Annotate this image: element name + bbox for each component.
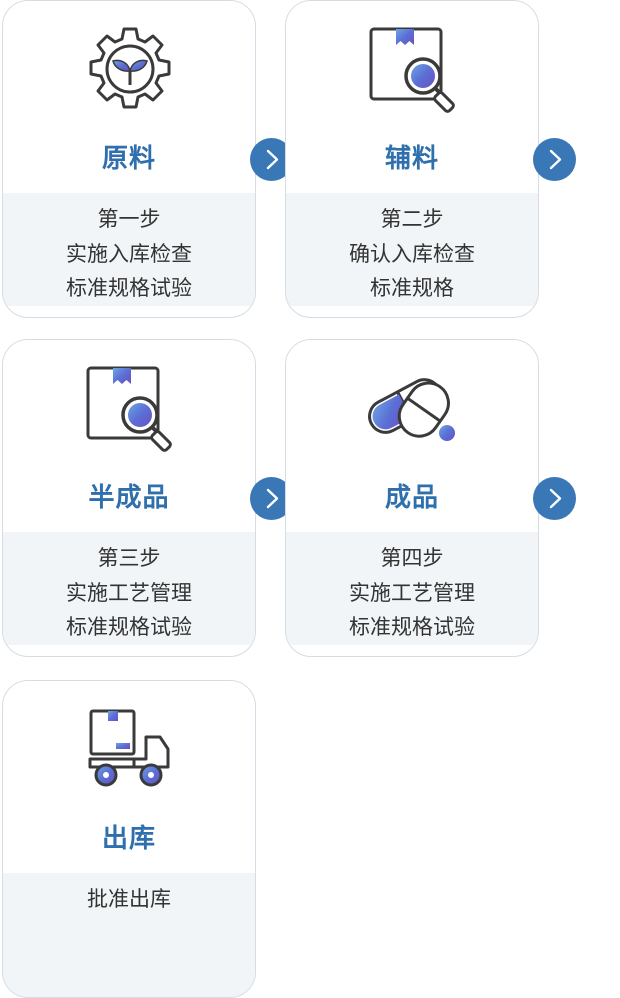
box-magnifier-icon bbox=[80, 358, 180, 458]
step-card-shipping: 出库 批准出库 bbox=[2, 680, 256, 998]
next-arrow-button[interactable] bbox=[533, 138, 576, 181]
step-description: 批准出库 bbox=[3, 873, 255, 997]
chevron-right-icon bbox=[549, 488, 562, 509]
step-line: 实施工艺管理 bbox=[349, 580, 475, 605]
step-card-header: 成品 bbox=[286, 340, 538, 532]
step-line: 批准出库 bbox=[87, 887, 171, 911]
step-card-header: 半成品 bbox=[3, 340, 255, 532]
box-magnifier-icon bbox=[363, 19, 463, 119]
step-card-header: 原料 bbox=[3, 1, 255, 193]
chevron-right-icon bbox=[549, 149, 562, 170]
step-line: 标准规格试验 bbox=[349, 615, 475, 639]
step-description: 第三步 实施工艺管理 标准规格试验 bbox=[3, 532, 255, 645]
step-title: 原料 bbox=[101, 144, 156, 174]
step-line: 第二步 bbox=[380, 207, 444, 231]
step-description: 第四步 实施工艺管理 标准规格试验 bbox=[286, 532, 538, 645]
step-card-header: 出库 bbox=[3, 681, 255, 873]
step-title: 成品 bbox=[384, 483, 439, 513]
step-card-raw-material: 原料 第一步 实施入库检查 标准规格试验 bbox=[2, 0, 256, 318]
step-title: 辅料 bbox=[384, 144, 439, 174]
delivery-truck-icon bbox=[80, 699, 180, 799]
step-line: 标准规格 bbox=[370, 276, 454, 300]
step-description: 第一步 实施入库检查 标准规格试验 bbox=[3, 193, 255, 306]
step-title: 出库 bbox=[101, 824, 156, 854]
step-card-finished-product: 成品 第四步 实施工艺管理 标准规格试验 bbox=[285, 339, 539, 657]
chevron-right-icon bbox=[266, 488, 279, 509]
step-line: 标准规格试验 bbox=[66, 276, 192, 300]
step-line: 第一步 bbox=[97, 207, 161, 231]
step-title: 半成品 bbox=[88, 483, 170, 513]
step-card-header: 辅料 bbox=[286, 1, 538, 193]
next-arrow-button[interactable] bbox=[533, 477, 576, 520]
step-card-auxiliary-material: 辅料 第二步 确认入库检查 标准规格 bbox=[285, 0, 539, 318]
step-line: 确认入库检查 bbox=[349, 241, 475, 266]
step-line: 标准规格试验 bbox=[66, 615, 192, 639]
step-line: 第三步 bbox=[97, 546, 161, 570]
gear-sprout-icon bbox=[80, 19, 180, 119]
step-line: 第四步 bbox=[380, 546, 444, 570]
step-description: 第二步 确认入库检查 标准规格 bbox=[286, 193, 538, 306]
chevron-right-icon bbox=[266, 149, 279, 170]
step-card-semi-finished: 半成品 第三步 实施工艺管理 标准规格试验 bbox=[2, 339, 256, 657]
step-line: 实施入库检查 bbox=[66, 241, 192, 266]
step-line: 实施工艺管理 bbox=[66, 580, 192, 605]
capsule-pill-icon bbox=[363, 358, 463, 458]
